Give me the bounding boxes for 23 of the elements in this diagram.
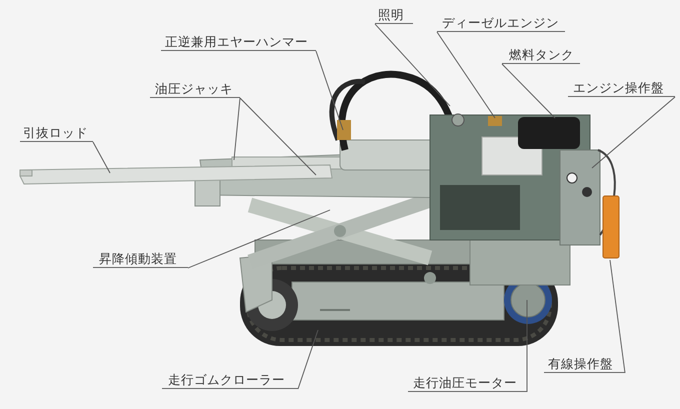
leader-line (592, 96, 676, 168)
callout-label: 正逆兼用エヤーハンマー (161, 34, 316, 51)
leader-line (298, 330, 318, 390)
callout-label: エンジン操作盤 (568, 80, 675, 97)
leader-line (526, 300, 528, 392)
leader-line (240, 98, 316, 176)
leader-line (188, 210, 330, 268)
callout-label: 油圧ジャッキ (150, 81, 240, 98)
leader-line (436, 32, 496, 118)
callout-label: 引抜ロッド (20, 125, 93, 142)
callout-label: 走行油圧モーター (408, 375, 527, 392)
leader-line (502, 64, 556, 118)
leader-line (234, 98, 240, 160)
callout-label: 有線操作盤 (544, 356, 625, 373)
callout-label: 照明 (375, 7, 413, 24)
leader-line (610, 260, 626, 374)
leader-line (374, 24, 450, 106)
leader-line (92, 142, 110, 174)
callout-label: 昇降傾動装置 (93, 251, 188, 268)
callout-label: 走行ゴムクローラー (162, 372, 298, 389)
callout-label: ディーゼルエンジン (437, 15, 565, 32)
callout-label: 燃料タンク (502, 47, 580, 64)
leader-line (316, 50, 344, 130)
